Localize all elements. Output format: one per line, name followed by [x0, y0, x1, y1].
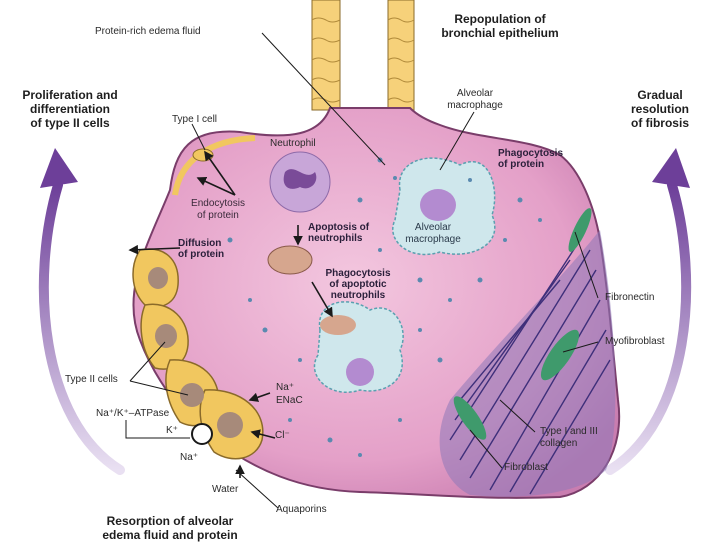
enac-label: ENaC	[276, 395, 303, 407]
apoptotic-neutrophil	[268, 246, 312, 274]
na-k-atpase-pump	[192, 424, 212, 444]
fibronectin-label: Fibronectin	[605, 292, 654, 304]
alveolar-macrophage-lower	[314, 302, 403, 392]
bronchiole	[312, 0, 414, 110]
type-ii-cells-label: Type II cells	[65, 374, 118, 386]
k-plus-label: K⁺	[166, 425, 178, 437]
aquaporins-label: Aquaporins	[276, 504, 327, 516]
left-arrow-head	[40, 148, 78, 188]
protein-edema-label: Protein-rich edema fluid	[95, 26, 201, 38]
right-curved-arrow	[610, 185, 686, 470]
left-curved-arrow	[44, 185, 120, 470]
myofibroblast-label: Myofibroblast	[605, 336, 664, 348]
fibroblast-label: Fibroblast	[504, 462, 548, 474]
water-label: Water	[212, 484, 238, 496]
type-i-cell-label: Type I cell	[172, 114, 217, 126]
na-plus-bottom-label: Na⁺	[180, 452, 198, 464]
na-k-atpase-label: Na⁺/K⁺–ATPase	[96, 408, 169, 420]
right-arrow-head	[652, 148, 690, 188]
cl-minus-label: Cl⁻	[275, 430, 290, 442]
neutrophil-cell	[270, 152, 330, 212]
neutrophil-label: Neutrophil	[270, 138, 316, 150]
na-plus-label: Na⁺	[276, 382, 294, 394]
